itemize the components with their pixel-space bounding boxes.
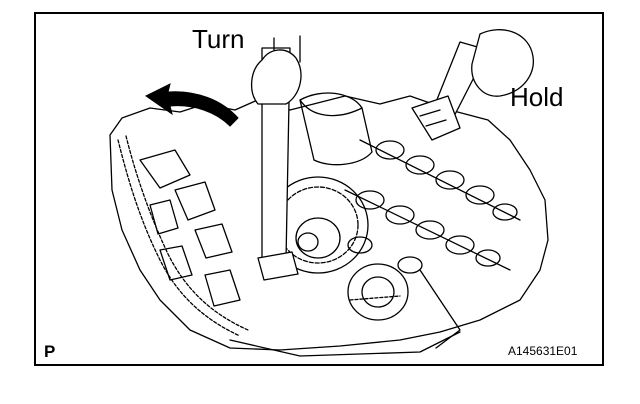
- timing-chain-left: [117, 139, 241, 337]
- cylinder-housing: [299, 92, 373, 166]
- camshaft-lobes: [344, 139, 521, 274]
- corner-mark: P: [44, 342, 56, 361]
- figure-code: A145631E01: [508, 344, 578, 358]
- hand-hold: [471, 29, 534, 97]
- hand-turn: [251, 49, 302, 105]
- turn-arrow-icon: [145, 83, 239, 127]
- hold-label: Hold: [510, 82, 564, 112]
- crank-sprocket: [347, 263, 409, 321]
- turn-label: Turn: [192, 24, 245, 54]
- engine-block-outline: [109, 95, 549, 351]
